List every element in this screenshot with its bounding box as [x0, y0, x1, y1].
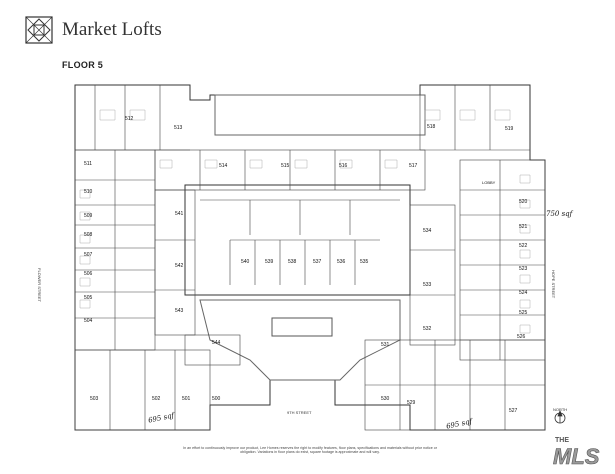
unit-label-531: 531: [381, 342, 390, 348]
unit-label-540: 540: [241, 259, 250, 265]
unit-label-542: 542: [175, 263, 184, 269]
unit-label-514: 514: [219, 163, 228, 169]
unit-label-513: 513: [174, 125, 183, 131]
unit-label-525: 525: [519, 310, 528, 316]
svg-text:MLS: MLS: [553, 444, 600, 469]
unit-label-533: 533: [423, 282, 432, 288]
street-bottom-label: 9TH STREET: [287, 410, 312, 415]
unit-label-522: 522: [519, 243, 528, 249]
unit-label-521: 521: [519, 224, 528, 230]
the-mls-logo-icon: THE MLS: [553, 437, 600, 469]
unit-label-517: 517: [409, 163, 418, 169]
unit-label-534: 534: [423, 228, 432, 234]
unit-label-505: 505: [84, 295, 93, 301]
unit-label-501: 501: [182, 396, 191, 402]
unit-label-511: 511: [84, 161, 92, 167]
unit-label-520: 520: [519, 199, 528, 205]
unit-label-504: 504: [84, 318, 93, 324]
unit-label-532: 532: [423, 326, 432, 332]
disclaimer-text: In an effort to continuously improve our…: [183, 446, 437, 455]
unit-label-510: 510: [84, 189, 93, 195]
unit-label-515: 515: [281, 163, 290, 169]
street-left-label: FLOWER STREET: [37, 268, 42, 303]
unit-label-536: 536: [337, 259, 346, 265]
unit-label-507: 507: [84, 252, 93, 258]
unit-label-541: 541: [175, 211, 184, 217]
north-label: NORTH: [553, 407, 568, 412]
street-right-label: HOPE STREET: [551, 270, 556, 299]
unit-label-537: 537: [313, 259, 322, 265]
unit-label-524: 524: [519, 290, 528, 296]
unit-label-523: 523: [519, 266, 528, 272]
brand-name: Market Lofts: [62, 19, 162, 40]
unit-label-509: 509: [84, 213, 93, 219]
unit-label-529: 529: [407, 400, 416, 406]
unit-label-543: 543: [175, 308, 184, 314]
unit-label-526: 526: [517, 334, 526, 340]
unit-label-530: 530: [381, 396, 390, 402]
unit-label-538: 538: [288, 259, 297, 265]
unit-label-535: 535: [360, 259, 369, 265]
unit-label-508: 508: [84, 232, 93, 238]
unit-label-506: 506: [84, 271, 93, 277]
lobby-label: LOBBY: [482, 180, 496, 185]
handwritten-sqft-right: 750 sqf: [546, 210, 573, 218]
unit-label-518: 518: [427, 124, 436, 130]
unit-label-512: 512: [125, 116, 134, 122]
unit-label-539: 539: [265, 259, 274, 265]
unit-label-502: 502: [152, 396, 161, 402]
unit-label-500: 500: [212, 396, 221, 402]
svg-text:THE: THE: [555, 437, 569, 444]
unit-label-544: 544: [212, 340, 221, 346]
unit-label-519: 519: [505, 126, 514, 132]
north-arrow-icon: [554, 409, 566, 424]
unit-label-527: 527: [509, 408, 518, 414]
unit-label-503: 503: [90, 396, 99, 402]
floor-label: FLOOR 5: [62, 60, 104, 70]
market-lofts-logo-icon: [25, 16, 53, 44]
unit-label-516: 516: [339, 163, 348, 169]
